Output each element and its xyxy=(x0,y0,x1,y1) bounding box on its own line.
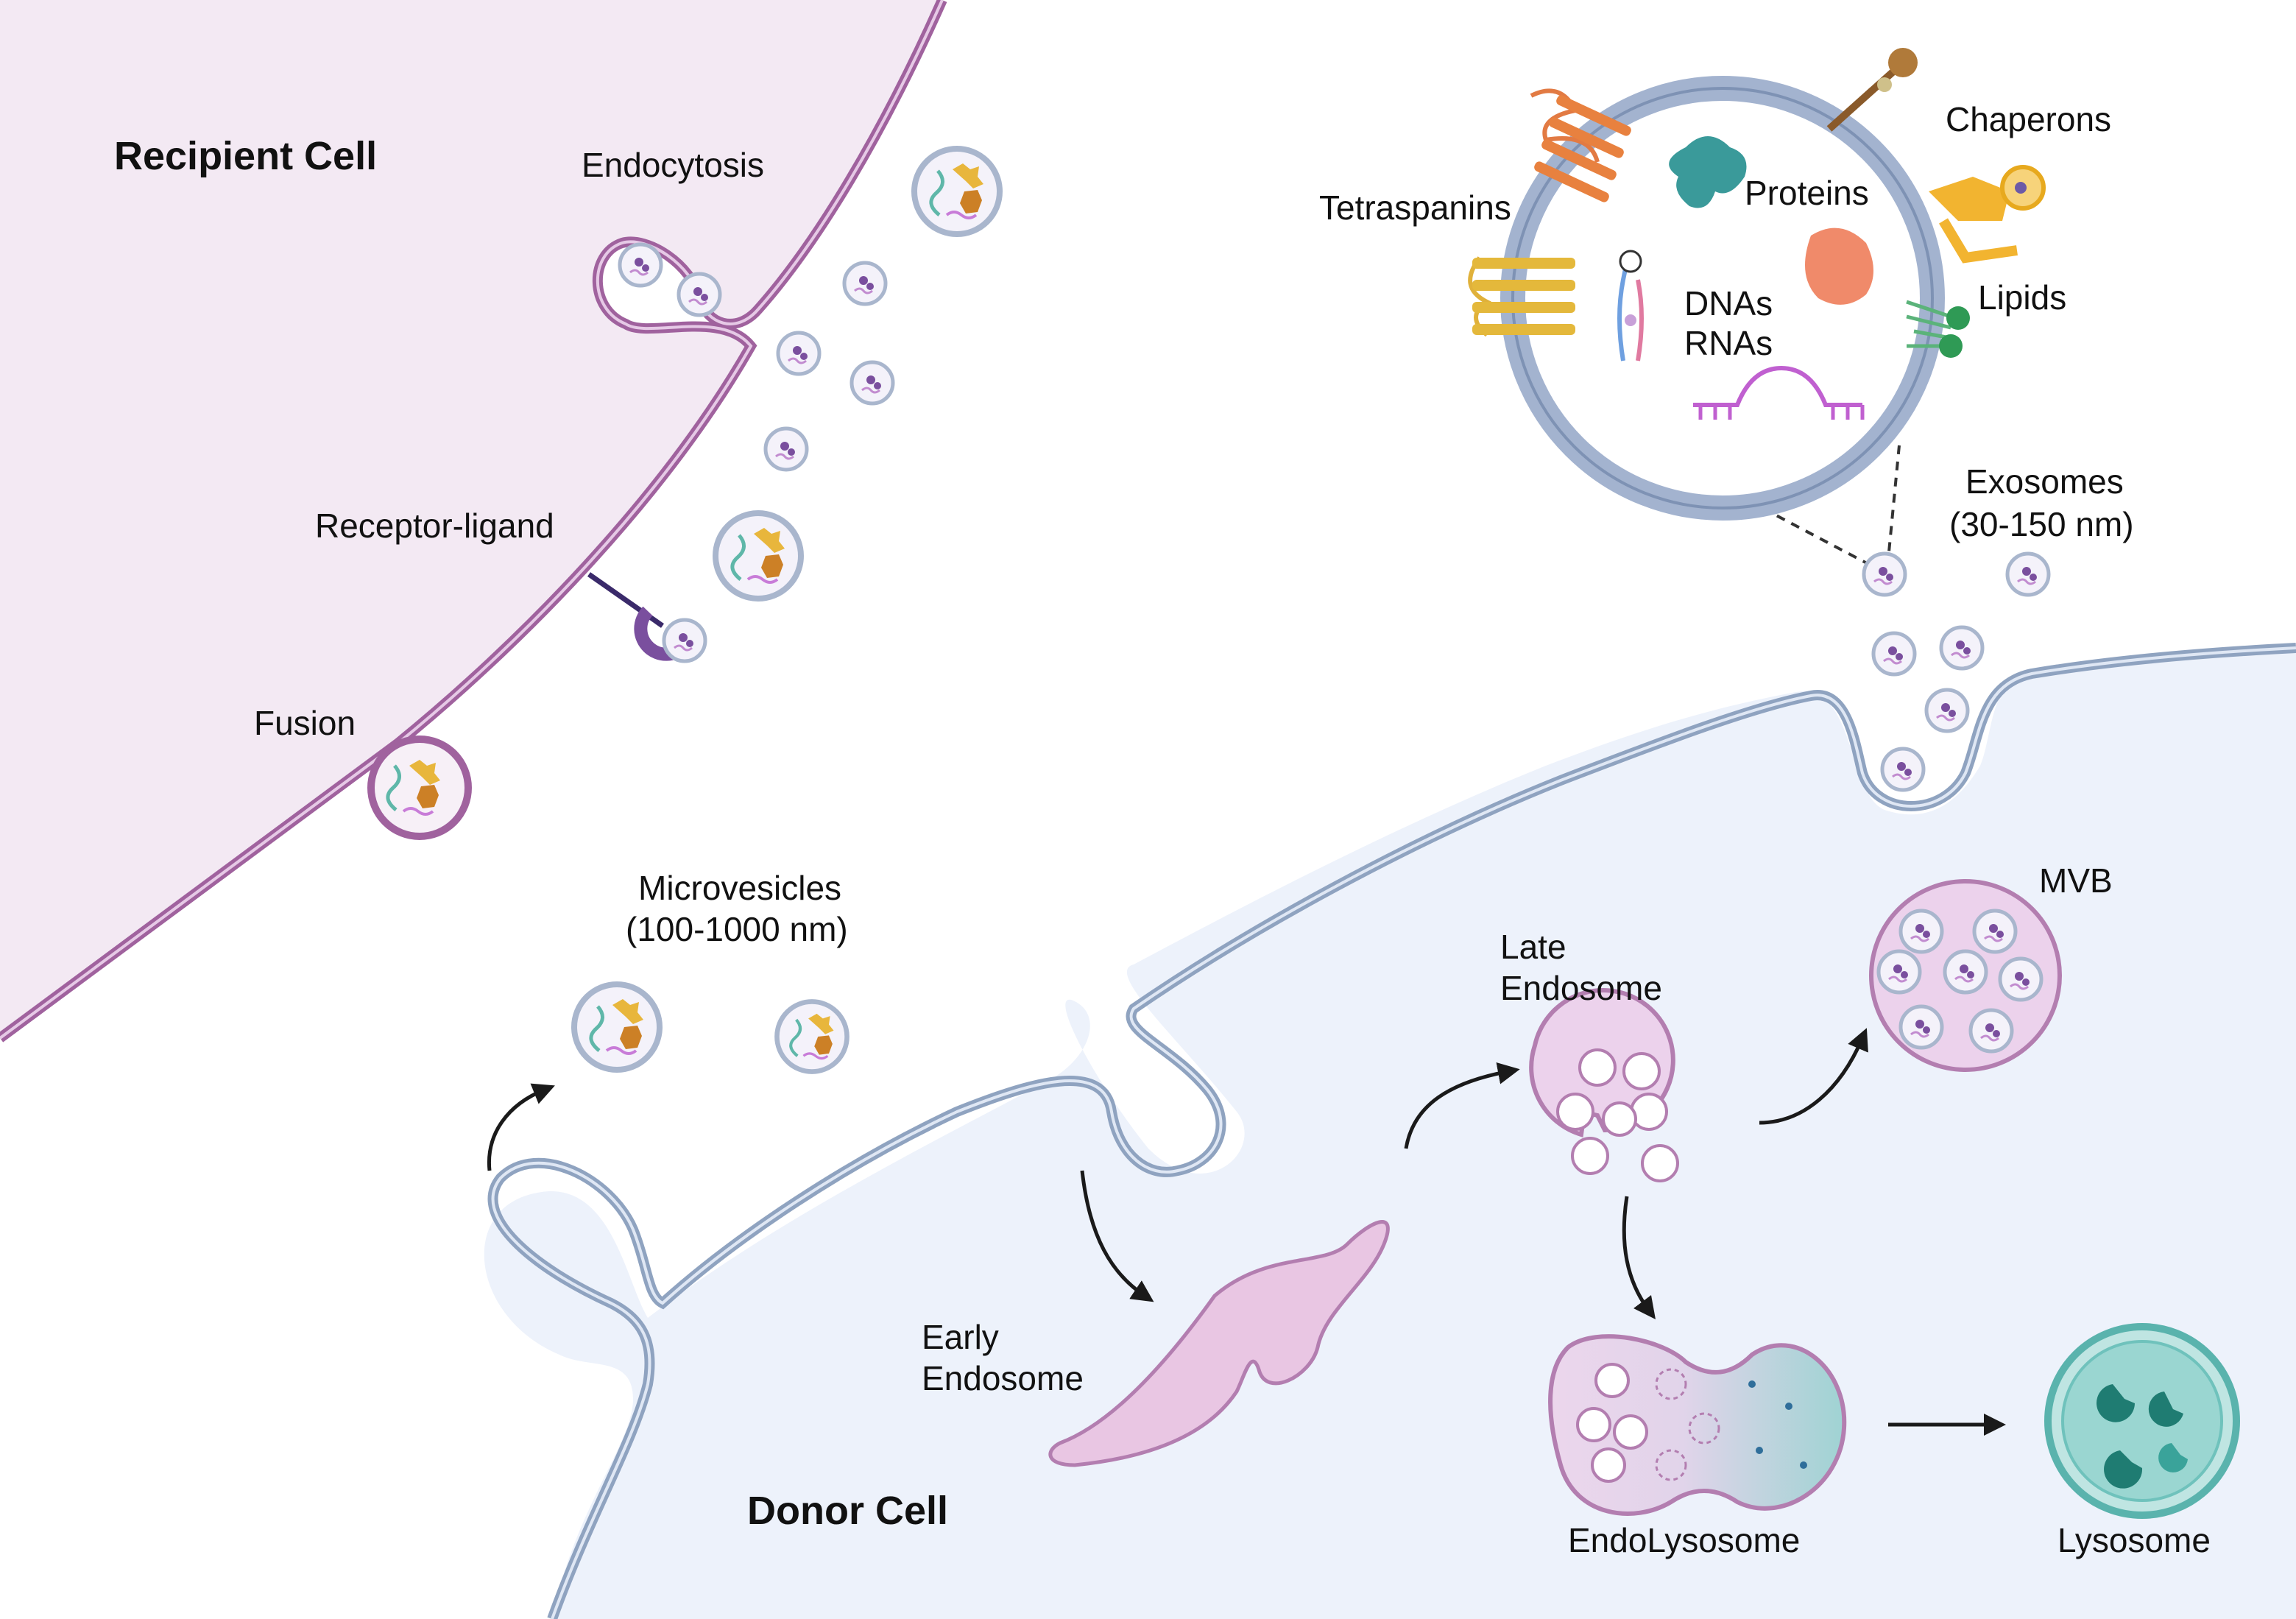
protein-icon xyxy=(1669,136,1747,208)
donor-cell xyxy=(484,648,2296,1619)
lipid-icon xyxy=(1906,300,1970,358)
microvesicles-size-label: (100-1000 nm) xyxy=(626,910,848,948)
early-endosome-label-1: Early xyxy=(922,1318,999,1356)
lysosome-label: Lysosome xyxy=(2057,1521,2211,1559)
receptor-ligand-icon xyxy=(587,572,705,661)
microvesicles-label: Microvesicles xyxy=(638,869,841,907)
cargo-vesicle-mid xyxy=(716,513,801,599)
arrows xyxy=(487,1028,2006,1436)
late-endosome xyxy=(1529,988,1679,1182)
donor-cell-body xyxy=(484,648,2296,1619)
fusion-label: Fusion xyxy=(254,704,356,742)
exosomes-label: Exosomes xyxy=(1965,462,2124,501)
arrow-mvb xyxy=(1759,1028,1868,1125)
tetraspanin-icon xyxy=(1530,88,1631,202)
free-exosomes-left xyxy=(766,263,893,470)
recipient-cell xyxy=(0,0,947,1043)
dna-icon xyxy=(1617,250,1644,361)
dnas-label: DNAs xyxy=(1684,284,1773,322)
arrow-early-endosome xyxy=(1080,1170,1154,1302)
endolysosome-label: EndoLysosome xyxy=(1568,1521,1800,1559)
receptor-ligand-label: Receptor-ligand xyxy=(315,507,554,545)
mvb-label: MVB xyxy=(2039,861,2113,900)
lipids-label: Lipids xyxy=(1978,278,2066,317)
arrow-late-endosome xyxy=(1404,1062,1520,1149)
recipient-cell-body xyxy=(0,0,942,1038)
lysosome xyxy=(2044,1323,2240,1519)
cargo-vesicle-top xyxy=(914,149,1000,234)
endocytosis-label: Endocytosis xyxy=(582,146,764,184)
fusion-vesicle xyxy=(367,736,472,840)
arrow-microvesicles xyxy=(487,1083,555,1171)
proteins-label: Proteins xyxy=(1745,174,1869,212)
protein-icon-2 xyxy=(1805,227,1873,305)
arrow-endolysosome xyxy=(1622,1196,1656,1320)
chaperon-icon xyxy=(1929,165,2046,264)
recipient-cell-label: Recipient Cell xyxy=(114,134,377,178)
rna-icon xyxy=(1693,365,1865,420)
rnas-label: RNAs xyxy=(1684,324,1773,362)
early-endosome-shape xyxy=(1048,1220,1390,1467)
mvb xyxy=(1869,879,2062,1072)
exosome-detail xyxy=(1468,48,2046,572)
late-endosome-label-2: Endosome xyxy=(1500,969,1662,1007)
endolysosome xyxy=(1548,1334,1847,1516)
donor-membrane-line xyxy=(487,643,2296,1619)
tetraspanins-label: Tetraspanins xyxy=(1319,188,1511,227)
microvesicles xyxy=(574,984,847,1072)
exosomes-size-label: (30-150 nm) xyxy=(1949,505,2134,543)
tetraspanin-icon-2 xyxy=(1468,256,1575,337)
early-endosome-label-2: Endosome xyxy=(922,1359,1084,1397)
donor-cell-label: Donor Cell xyxy=(747,1489,948,1533)
chaperons-label: Chaperons xyxy=(1946,100,2111,138)
late-endosome-label-1: Late xyxy=(1500,928,1566,966)
membrane-receptor-icon xyxy=(1826,48,1918,132)
